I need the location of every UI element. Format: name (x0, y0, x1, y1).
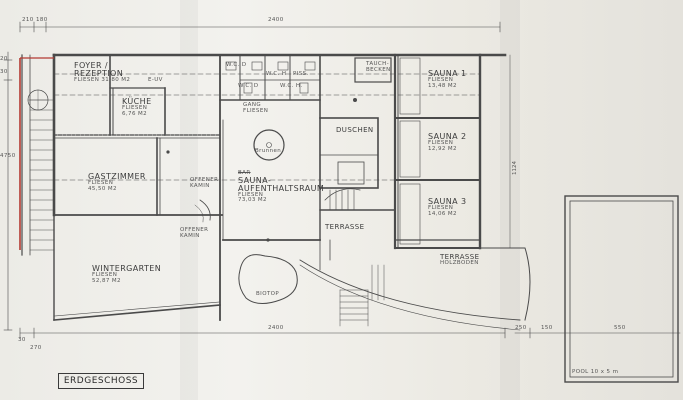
room-gastzimmer: GASTZIMMER FLIESEN 45,50 M2 (88, 173, 146, 192)
room-gastzimmer-area: 45,50 M2 (88, 185, 117, 192)
sauna2-floor: FLIESEN (428, 140, 454, 146)
sauna3-name: SAUNA 3 (428, 197, 467, 206)
dim-right-height: 1124 (512, 161, 518, 175)
label-brunnen: Brunnen (255, 148, 282, 154)
south-staircase (339, 289, 369, 327)
room-gastzimmer-floor: FLIESEN (88, 180, 114, 186)
kamin-2-line1: OFFENER (180, 227, 209, 233)
room-foyer: FOYER / REZEPTION FLIESEN 31,80 M2 (74, 62, 130, 84)
label-offener-kamin-1: OFFENER KAMIN (190, 177, 219, 189)
room-kueche-floor: FLIESEN (122, 105, 148, 111)
room-euv: E-UV (148, 77, 163, 83)
dim-pool-a: 250 (515, 325, 527, 331)
room-pissoir: PISS. (293, 71, 309, 77)
room-wc-h: W.C. H (266, 71, 287, 77)
room-gang-name: GANG (243, 102, 262, 108)
dim-left-c: 4750 (0, 153, 16, 159)
room-kueche-name: KÜCHE (122, 97, 152, 106)
dim-pool-c: 550 (614, 325, 626, 331)
sauna-aufenthalt-name2: AUFENTHALTSRAUM (238, 183, 325, 193)
room-sauna1: SAUNA 1 FLIESEN 13,48 M2 (428, 70, 466, 89)
room-foyer-name: FOYER / (74, 61, 108, 70)
terrasse-2-name: TERRASSE (440, 253, 480, 261)
plan-title-text: ERDGESCHOSS (63, 376, 139, 386)
sauna-aufenthalt-floor: FLIESEN (238, 191, 264, 198)
dim-left-b: 30 (0, 69, 8, 75)
room-foyer-floor: FLIESEN (74, 77, 100, 83)
label-biotop: BIOTOP (256, 291, 280, 297)
sauna3-area: 14,06 M2 (428, 210, 457, 217)
dim-top-total: 2400 (268, 17, 284, 23)
biotop-shape (238, 254, 298, 304)
room-terrasse-2: TERRASSE HOLZBODEN (440, 254, 479, 267)
sauna3-floor: FLIESEN (428, 205, 454, 211)
terrasse-2-floor: HOLZBODEN (440, 260, 479, 266)
tauchbecken-basin (354, 57, 392, 83)
kamin-1-line2: KAMIN (190, 182, 210, 189)
room-wintergarten-floor: FLIESEN (92, 272, 118, 278)
duschen-walls (319, 117, 379, 189)
sauna1-floor: FLIESEN (428, 77, 454, 83)
dim-top-left-b: 180 (36, 17, 48, 23)
sauna2-area: 12,92 M2 (428, 145, 457, 152)
room-terrasse-1: TERRASSE (325, 223, 365, 231)
sauna1-area: 13,48 M2 (428, 82, 457, 89)
room-kueche-area: 6,76 M2 (122, 110, 148, 117)
wintergarten-south-wall (53, 304, 221, 321)
room-gang: GANG FLIESEN (243, 102, 269, 114)
room-wintergarten-area: 52,87 M2 (92, 277, 121, 284)
brunnen-circle (253, 129, 285, 161)
sauna-aufenthalt-struck: BAR (238, 170, 251, 176)
west-staircase (29, 99, 55, 251)
room-tauchbecken: TAUCH- BECKEN (366, 61, 391, 73)
pool-outline (564, 195, 679, 383)
kamin-1-line1: OFFENER (190, 177, 219, 183)
room-gang-floor: FLIESEN (243, 107, 269, 114)
dim-left-a: 20 (0, 56, 8, 62)
room-wintergarten-name: WINTERGARTEN (92, 264, 162, 273)
dim-bottom-left-a: 30 (18, 337, 26, 343)
room-gastzimmer-name: GASTZIMMER (88, 172, 146, 181)
room-kueche: KÜCHE FLIESEN 6,76 M2 (122, 98, 152, 117)
room-wintergarten: WINTERGARTEN FLIESEN 52,87 M2 (92, 265, 161, 284)
dim-top-left-a: 210 (22, 17, 34, 23)
label-offener-kamin-2: OFFENER KAMIN (180, 227, 209, 239)
label-pool: POOL 10 x 5 m (572, 369, 619, 375)
room-duschen: DUSCHEN (336, 126, 374, 134)
tauchbecken-name2: BECKEN (366, 66, 391, 73)
room-sauna3: SAUNA 3 FLIESEN 14,06 M2 (428, 198, 466, 217)
room-wc-d2: W.C. D (238, 83, 259, 89)
room-foyer-area: 31,80 M2 (101, 77, 131, 83)
dim-pool-b: 150 (541, 325, 553, 331)
room-wc-d: W.C. D (226, 62, 247, 68)
sauna1-name: SAUNA 1 (428, 69, 467, 78)
plan-title: ERDGESCHOSS (58, 373, 144, 389)
dim-bottom-total: 2400 (268, 325, 284, 331)
room-sauna2: SAUNA 2 FLIESEN 12,92 M2 (428, 133, 466, 152)
room-sauna-aufenthalt: BAR SAUNA- AUFENTHALTSRAUM FLIESEN 73,03… (238, 170, 325, 204)
room-foyer-name2: REZEPTION (74, 69, 124, 78)
sauna-aufenthalt-name: SAUNA- (238, 175, 272, 185)
tauchbecken-name: TAUCH- (366, 61, 390, 67)
sauna-aufenthalt-area: 73,03 M2 (238, 197, 267, 203)
sauna2-name: SAUNA 2 (428, 132, 467, 141)
dim-bottom-left-b: 270 (30, 345, 42, 351)
kamin-2-line2: KAMIN (180, 232, 200, 239)
room-wc-h2: W.C. H. (280, 83, 303, 89)
terrasse-curve (299, 259, 521, 321)
